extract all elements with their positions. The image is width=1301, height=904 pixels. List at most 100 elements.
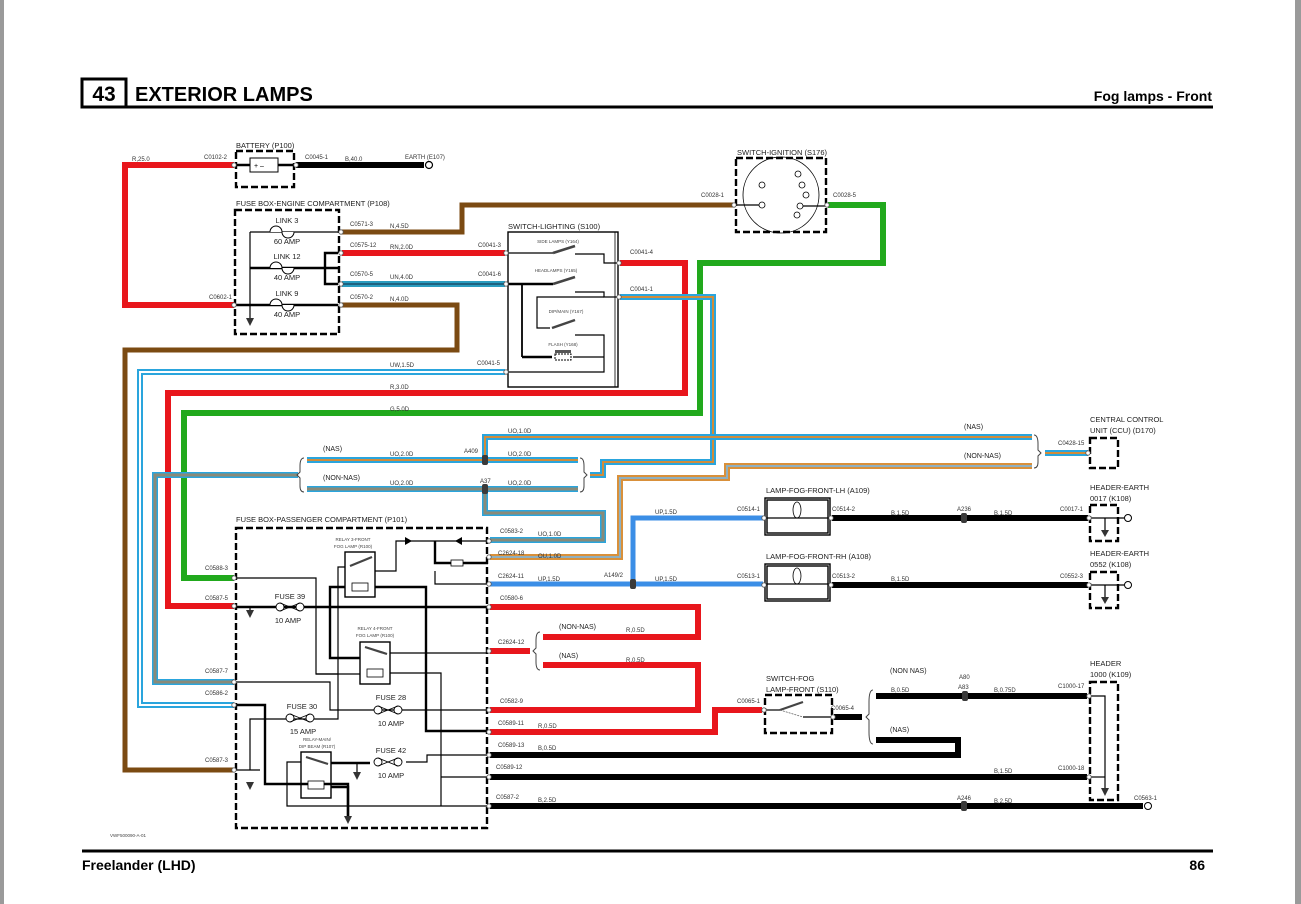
link3-fuse-icon xyxy=(269,225,295,239)
connector-label: C0587-5 xyxy=(205,596,229,602)
connector-label: C0575-12 xyxy=(350,243,377,249)
switch-ignition-box xyxy=(734,156,828,234)
window-edge-left xyxy=(0,0,4,904)
wire-stripe xyxy=(139,371,505,706)
connector-pin-icon xyxy=(231,575,237,581)
connector-label: C0582-9 xyxy=(500,699,524,705)
fuse28-amp: 10 AMP xyxy=(378,719,404,728)
battery-box xyxy=(234,149,296,189)
fusebox-engine-box xyxy=(233,208,341,336)
connector-label: C0514-2 xyxy=(832,507,856,513)
switch-lighting-box xyxy=(507,231,619,388)
fuse30-icon xyxy=(285,713,315,723)
diode-icon xyxy=(405,537,412,545)
ground-icon xyxy=(1101,788,1109,796)
connector-pin-icon xyxy=(231,603,237,609)
wire-stripe xyxy=(590,296,714,476)
connector-label: C2624-18 xyxy=(498,551,525,557)
connector-label: C1000-18 xyxy=(1058,766,1085,772)
wire-label: R,0.5D xyxy=(626,658,645,664)
ground-icon xyxy=(1101,597,1109,604)
splice-a236 xyxy=(961,513,967,523)
header-1000 xyxy=(1088,680,1120,802)
connector-label: C0571-3 xyxy=(350,222,374,228)
wire-label: N,4.5D xyxy=(390,224,409,230)
wire-stripe xyxy=(484,436,1032,460)
ccu-label-1: CENTRAL CONTROL xyxy=(1090,415,1163,424)
connector-pin-icon xyxy=(824,202,830,208)
link3-label: LINK 3 xyxy=(276,216,299,225)
connector-label: C0513-1 xyxy=(737,574,761,580)
splice-labels: A409 A37 A149/2 A236 A80 A83 A246 xyxy=(464,449,972,802)
flash-label: FLASH (Y168) xyxy=(548,342,578,347)
wire-label: B,1.5D xyxy=(891,511,910,517)
battery-icon xyxy=(249,157,279,173)
connector-pin-icon xyxy=(338,250,344,256)
bulb-icon xyxy=(792,501,802,519)
switch-lighting: SIDE LAMPS (Y164) HEADLAMPS (Y165) DIP/M… xyxy=(507,231,620,388)
connector-label: C0028-5 xyxy=(833,193,857,199)
fuse39-amp: 10 AMP xyxy=(275,616,301,625)
wire-stripe xyxy=(490,465,1032,558)
connector-label: C0583-2 xyxy=(500,529,524,535)
splice-a246 xyxy=(961,801,967,811)
section-number: 43 xyxy=(92,83,115,106)
lamp-fog-front-lh xyxy=(764,497,831,536)
fuse39-icon xyxy=(275,602,305,612)
wire-red-r30 xyxy=(165,260,688,609)
option-label: (NAS) xyxy=(964,424,983,431)
connector-markers xyxy=(231,162,1092,809)
splice-label: A149/2 xyxy=(604,573,624,579)
wire-label: B,1.5D xyxy=(994,511,1013,517)
connector-pin-icon xyxy=(486,752,492,758)
earth-c0563-icon xyxy=(1144,802,1152,810)
wire-spec-labels: R,25.0 B,40.0 N,4.5D RN,2.0D UN,4.0D N,4… xyxy=(132,157,1016,805)
side-lamps-contact xyxy=(552,244,576,255)
connector-label: C0041-1 xyxy=(630,287,654,293)
connector-label: C0041-4 xyxy=(630,250,654,256)
diode-icon xyxy=(455,537,462,545)
option-label: (NAS) xyxy=(890,727,909,734)
connector-label: C0586-2 xyxy=(205,691,229,697)
connector-pin-icon xyxy=(761,582,767,588)
wire-label: B,1.5D xyxy=(891,577,910,583)
lamp-fog-front-rh xyxy=(764,563,831,602)
switch-ignition-label: SWITCH-IGNITION (S176) xyxy=(737,148,828,157)
splice-label: A37 xyxy=(480,479,491,485)
earth-point-icon xyxy=(1124,514,1132,522)
connector-pin-icon xyxy=(1085,450,1091,456)
wire-label: UO,1.0D xyxy=(508,429,532,435)
fuse-relay-labels: FUSE 39 10 AMP FUSE 30 15 AMP FUSE 28 10… xyxy=(275,537,406,780)
wire-red-r25 xyxy=(122,162,234,308)
connector-label: C0570-2 xyxy=(350,295,374,301)
connector-label: C0017-1 xyxy=(1060,507,1084,513)
wire-blue-uw15 xyxy=(137,369,505,708)
wire-green-g50 xyxy=(181,202,886,581)
wires xyxy=(122,162,1143,809)
relay-main-label-1: RELAY-MAIN/ xyxy=(303,737,332,742)
connector-label: C0028-1 xyxy=(701,193,725,199)
header-earth-0552-label-1: HEADER-EARTH xyxy=(1090,549,1149,558)
page-title: EXTERIOR LAMPS xyxy=(135,84,313,106)
wire-blue-c0041-1 xyxy=(590,294,716,478)
wire-label: UP,1.5D xyxy=(655,510,678,516)
wire-label: R,0.5D xyxy=(538,724,557,730)
wire-label: UO,2.0D xyxy=(508,481,532,487)
wire-label: UO,1.0D xyxy=(538,532,562,538)
wire-label: RN,2.0D xyxy=(390,245,414,251)
fusebox-engine: LINK 3 60 AMP LINK 12 40 AMP LINK 9 40 A… xyxy=(233,208,341,336)
fuse42-icon xyxy=(373,757,403,767)
ground-icon xyxy=(1101,530,1109,537)
wire-label: UO,2.0D xyxy=(508,452,532,458)
ccu-label-2: UNIT (CCU) (D170) xyxy=(1090,426,1156,435)
page-number: 86 xyxy=(1189,857,1205,873)
svg-text:+ –: + – xyxy=(254,163,264,170)
connector-pin-icon xyxy=(338,229,344,235)
splice-label: A236 xyxy=(957,507,972,513)
connector-label: C0570-5 xyxy=(350,272,374,278)
bulb-icon xyxy=(792,567,802,585)
header-earth-0552-label-2: 0552 (K108) xyxy=(1090,560,1132,569)
connector-label: C0041-5 xyxy=(477,361,501,367)
header-1000-label-2: 1000 (K109) xyxy=(1090,670,1132,679)
